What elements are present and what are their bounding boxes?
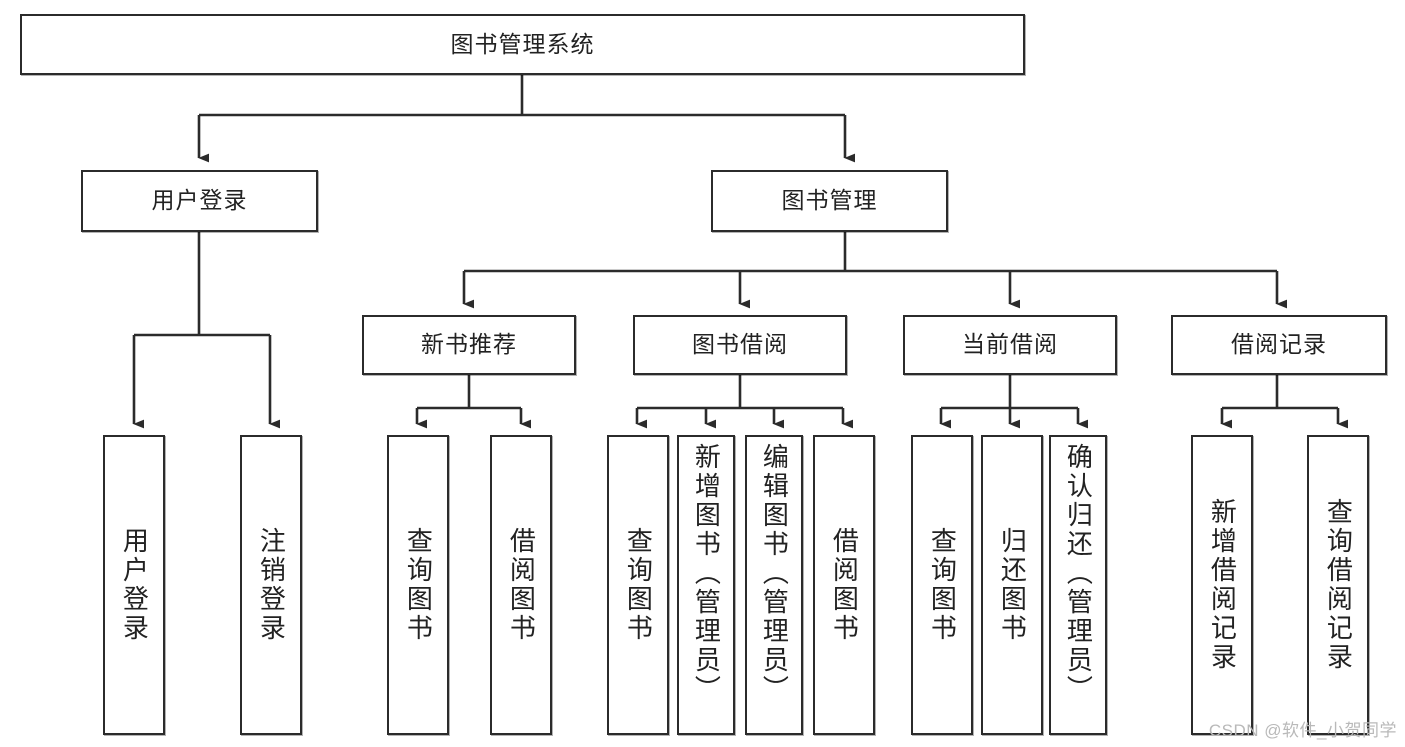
node-leaf-query-book-2-label: 查询图书: [623, 527, 654, 643]
node-leaf-query-book-3-label: 查询图书: [927, 527, 958, 643]
node-leaf-query-record-label: 查询借阅记录: [1323, 498, 1354, 672]
node-leaf-confirm-return-label: 确认归还（管理员）: [1063, 443, 1094, 704]
node-book-manage[interactable]: 图书管理: [711, 170, 948, 232]
node-leaf-borrow-book-2-label: 借阅图书: [829, 527, 860, 643]
node-leaf-query-record[interactable]: 查询借阅记录: [1307, 435, 1369, 735]
node-new-book-recommend[interactable]: 新书推荐: [362, 315, 576, 375]
node-leaf-return-book-label: 归还图书: [997, 527, 1028, 643]
node-leaf-return-book[interactable]: 归还图书: [981, 435, 1043, 735]
node-book-borrow[interactable]: 图书借阅: [633, 315, 847, 375]
node-leaf-query-book-1[interactable]: 查询图书: [387, 435, 449, 735]
node-leaf-logout-label: 注销登录: [256, 527, 287, 643]
node-borrow-record-label: 借阅记录: [1231, 331, 1327, 358]
node-leaf-add-record[interactable]: 新增借阅记录: [1191, 435, 1253, 735]
node-new-book-recommend-label: 新书推荐: [421, 331, 517, 358]
node-root-label: 图书管理系统: [450, 30, 595, 57]
node-book-borrow-label: 图书借阅: [692, 331, 788, 358]
node-leaf-query-book-3[interactable]: 查询图书: [911, 435, 973, 735]
node-root[interactable]: 图书管理系统: [20, 14, 1025, 75]
node-leaf-edit-book-label: 编辑图书（管理员）: [759, 443, 790, 704]
node-leaf-query-book-2[interactable]: 查询图书: [607, 435, 669, 735]
node-leaf-confirm-return[interactable]: 确认归还（管理员）: [1049, 435, 1107, 735]
node-leaf-borrow-book-1-label: 借阅图书: [506, 527, 537, 643]
node-leaf-add-book[interactable]: 新增图书（管理员）: [677, 435, 735, 735]
node-book-manage-label: 图书管理: [781, 187, 878, 214]
node-leaf-user-login-label: 用户登录: [119, 527, 150, 643]
node-leaf-add-book-label: 新增图书（管理员）: [691, 443, 722, 704]
node-leaf-borrow-book-2[interactable]: 借阅图书: [813, 435, 875, 735]
node-user-login[interactable]: 用户登录: [81, 170, 318, 232]
node-leaf-query-book-1-label: 查询图书: [403, 527, 434, 643]
node-leaf-logout[interactable]: 注销登录: [240, 435, 302, 735]
node-leaf-edit-book[interactable]: 编辑图书（管理员）: [745, 435, 803, 735]
node-user-login-label: 用户登录: [151, 187, 248, 214]
node-leaf-user-login[interactable]: 用户登录: [103, 435, 165, 735]
node-current-borrow[interactable]: 当前借阅: [903, 315, 1117, 375]
node-borrow-record[interactable]: 借阅记录: [1171, 315, 1387, 375]
node-leaf-borrow-book-1[interactable]: 借阅图书: [490, 435, 552, 735]
csdn-watermark: CSDN @软件_小贺同学: [1208, 721, 1397, 740]
node-current-borrow-label: 当前借阅: [962, 331, 1058, 358]
node-leaf-add-record-label: 新增借阅记录: [1207, 498, 1238, 672]
